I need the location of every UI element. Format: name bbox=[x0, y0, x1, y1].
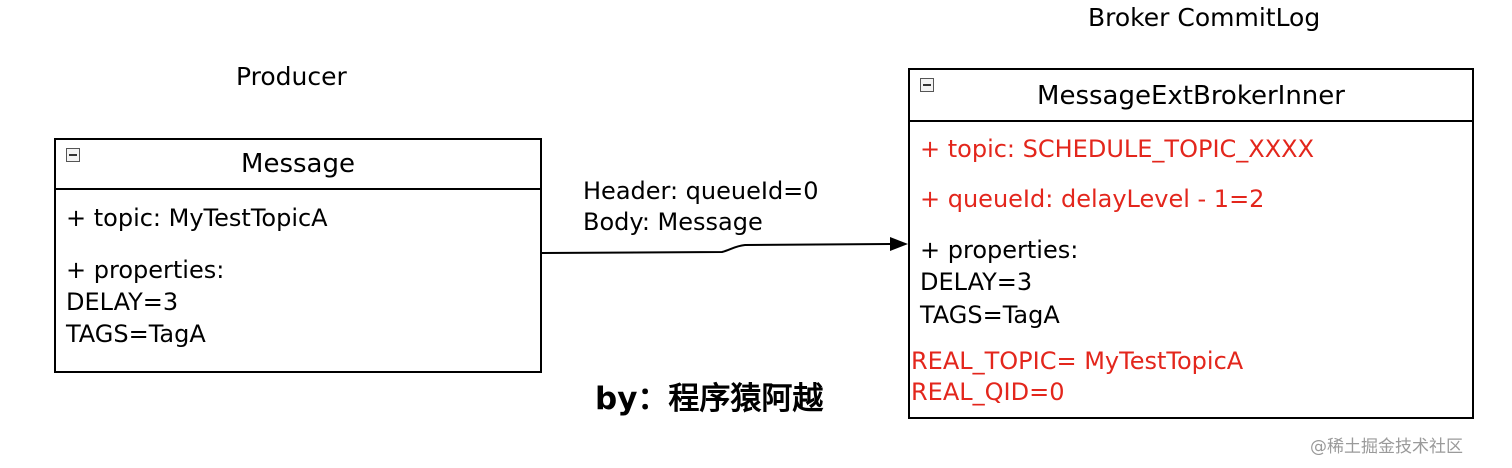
broker-real-qid-property: REAL_QID=0 bbox=[911, 378, 1065, 406]
broker-class-name: MessageExtBrokerInner bbox=[1037, 81, 1345, 111]
connector-line bbox=[541, 243, 891, 254]
message-topic-attribute: + topic: MyTestTopicA bbox=[66, 204, 328, 232]
watermark: @稀土掘金技术社区 bbox=[1310, 437, 1463, 457]
broker-title: Broker CommitLog bbox=[1088, 3, 1321, 32]
producer-title: Producer bbox=[236, 62, 347, 91]
author-credit: by：程序猿阿越 bbox=[595, 381, 824, 417]
message-delay-property: DELAY=3 bbox=[66, 288, 179, 316]
broker-real-topic-property: REAL_TOPIC= MyTestTopicA bbox=[911, 347, 1244, 375]
broker-properties-label: + properties: bbox=[920, 236, 1079, 264]
broker-class-box: MessageExtBrokerInner + topic: SCHEDULE_… bbox=[908, 68, 1474, 419]
message-tags-property: TAGS=TagA bbox=[66, 320, 206, 348]
broker-delay-property: DELAY=3 bbox=[920, 268, 1033, 296]
message-class-header: Message bbox=[56, 140, 540, 190]
message-class-name: Message bbox=[241, 149, 355, 179]
edge-body-label: Body: Message bbox=[583, 208, 763, 236]
broker-tags-property: TAGS=TagA bbox=[920, 301, 1060, 329]
broker-topic-attribute: + topic: SCHEDULE_TOPIC_XXXX bbox=[920, 135, 1315, 163]
collapse-icon[interactable] bbox=[920, 78, 934, 92]
collapse-icon[interactable] bbox=[66, 148, 80, 162]
arrowhead bbox=[890, 237, 908, 251]
message-class-box: Message + topic: MyTestTopicA + properti… bbox=[54, 138, 542, 373]
broker-queueid-attribute: + queueId: delayLevel - 1=2 bbox=[920, 185, 1265, 213]
broker-class-header: MessageExtBrokerInner bbox=[910, 70, 1472, 122]
edge-header-label: Header: queueId=0 bbox=[583, 177, 819, 205]
message-properties-label: + properties: bbox=[66, 256, 225, 284]
